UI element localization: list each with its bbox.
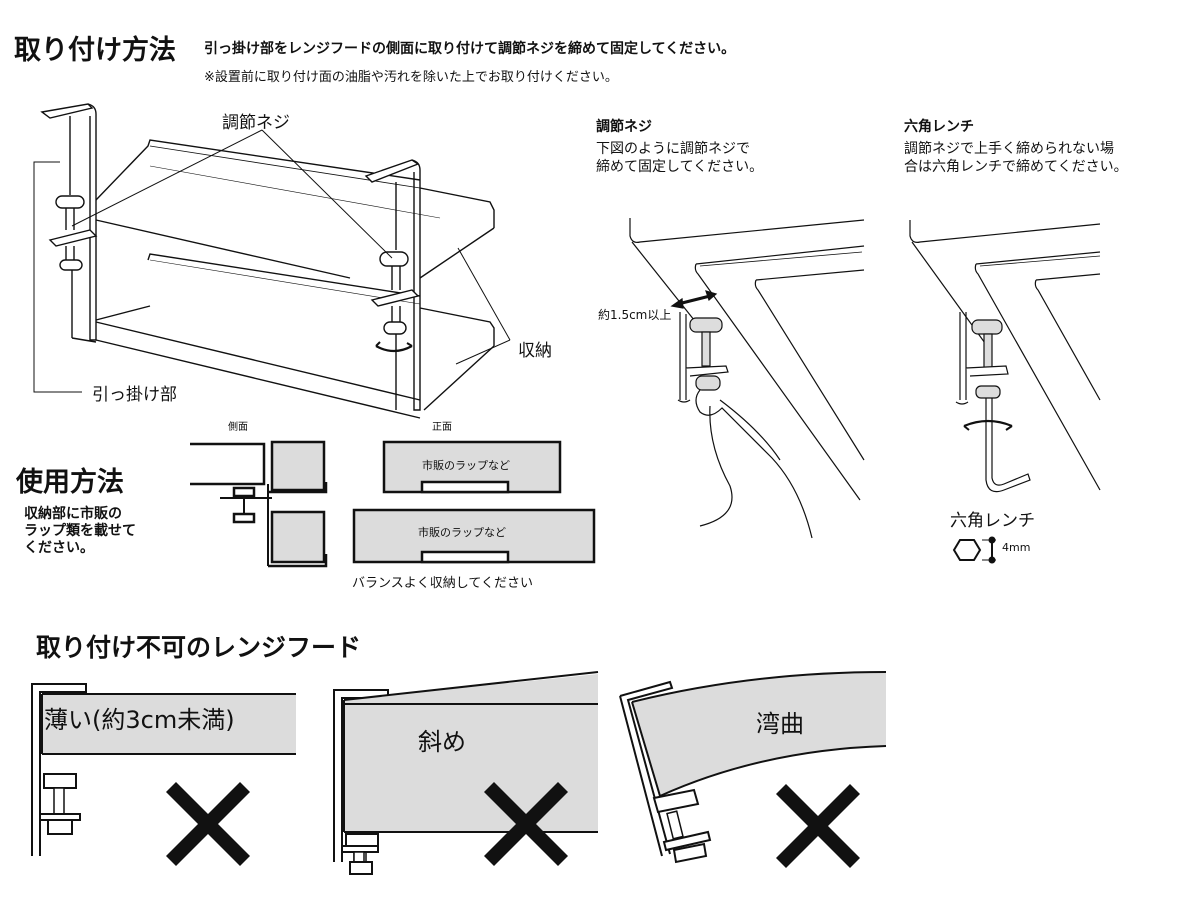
front-view-diagram [352, 440, 596, 564]
cross-icon-2 [484, 782, 568, 866]
adjust-screw-text-1: 下図のように調節ネジで [596, 141, 750, 157]
slanted-hood-screw [341, 845, 379, 875]
incompatible-title: 取り付け不可のレンジフード [36, 633, 362, 662]
hex-wrench-heading: 六角レンチ [904, 119, 974, 135]
front-item-label-1: 市販のラップなど [422, 459, 510, 472]
cross-icon-1 [166, 782, 250, 866]
case-thin-label: 薄い(約3cm未満) [44, 706, 235, 734]
hex-wrench-tool-label: 六角レンチ [950, 511, 1035, 531]
case-slanted-label: 斜め [418, 728, 466, 756]
hex-wrench-text-2: 合は六角レンチで締めてください。 [904, 159, 1128, 175]
curved-hood-diagram [619, 671, 887, 864]
balance-note: バランスよく収納してください [352, 576, 533, 591]
usage-text-1: 収納部に市販の [24, 506, 122, 522]
front-item-label-2: 市販のラップなど [418, 526, 506, 539]
label-storage: 収納 [518, 341, 552, 361]
label-hook-part: 引っ掛け部 [92, 385, 177, 405]
adjust-screw-illustration [629, 218, 865, 539]
adjust-screw-text-2: 締めて固定してください。 [596, 159, 764, 175]
rack-illustration [33, 103, 511, 419]
usage-text-3: ください。 [24, 540, 94, 556]
front-view-label: 正面 [432, 422, 452, 433]
cross-icon-3 [776, 784, 860, 868]
install-note: ※設置前に取り付け面の油脂や汚れを除いた上でお取り付けください。 [204, 70, 618, 85]
hex-nut-icon [952, 536, 996, 564]
install-instruction: 引っ掛け部をレンジフードの側面に取り付けて調節ネジを締めて固定してください。 [204, 41, 736, 57]
usage-title: 使用方法 [16, 467, 124, 498]
side-view-label: 側面 [228, 422, 248, 433]
case-curved-label: 湾曲 [756, 710, 804, 738]
slanted-hood-diagram [333, 671, 599, 863]
clearance-label: 約1.5cm以上 [598, 308, 672, 322]
install-title: 取り付け方法 [14, 35, 176, 66]
hex-wrench-size: 4mm [1002, 541, 1031, 554]
thin-hood-diagram [31, 683, 296, 856]
label-adjust-screw: 調節ネジ [222, 113, 290, 133]
hex-wrench-illustration [909, 220, 1101, 493]
adjust-screw-heading: 調節ネジ [596, 119, 652, 135]
hex-wrench-text-1: 調節ネジで上手く締められない場 [904, 141, 1114, 157]
side-view-diagram [190, 440, 328, 568]
usage-text-2: ラップ類を載せて [24, 523, 136, 539]
